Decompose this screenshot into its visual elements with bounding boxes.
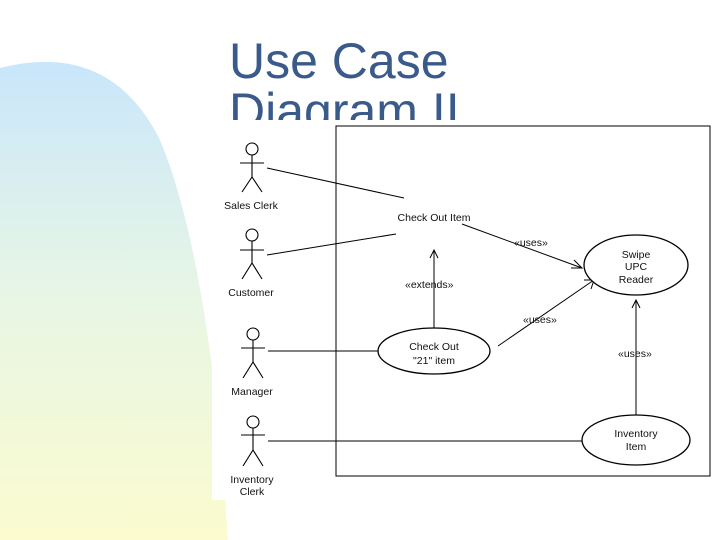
slide-title: Use Case Diagram II	[229, 36, 529, 120]
associations	[266, 167, 582, 442]
actor-manager: Manager	[231, 327, 273, 398]
use-case-inventory-item: Inventory Item	[581, 414, 691, 466]
use-case-label: Check Out	[409, 341, 459, 353]
actor-label: Inventory	[230, 474, 274, 486]
actor-customer: Customer	[228, 228, 274, 299]
stick-figure-icon	[241, 415, 265, 467]
relationship-label-uses-2: «uses»	[523, 314, 557, 326]
actor-label: Sales Clerk	[224, 200, 278, 212]
use-case-label: Item	[626, 441, 647, 453]
actor-inventory-clerk: Inventory Clerk	[230, 415, 274, 498]
association-customer	[266, 233, 397, 256]
stick-figure-icon	[240, 228, 264, 280]
use-case-check-out-21-item: Check Out "21" item	[377, 327, 491, 375]
use-case-check-out-item: Check Out Item	[398, 212, 471, 224]
actor-label: Clerk	[240, 486, 265, 498]
use-case-label: "21" item	[413, 355, 455, 367]
stick-figure-icon	[240, 142, 264, 193]
relationships	[429, 223, 641, 415]
relationship-label-uses-1: «uses»	[514, 237, 548, 249]
use-case-label: Swipe	[622, 249, 651, 261]
association-sales-clerk	[266, 167, 405, 199]
relationship-uses-inventory-swipe	[631, 298, 641, 415]
use-case-label: Check Out Item	[398, 212, 471, 224]
use-case-diagram: «uses» «extends» «uses» «uses» Check Out…	[224, 125, 711, 498]
relationship-label-uses-3: «uses»	[618, 348, 652, 360]
slide-title-line-1: Use Case	[229, 36, 449, 89]
relationship-label-extends: «extends»	[405, 279, 454, 291]
system-boundary	[335, 125, 711, 477]
actor-label: Manager	[231, 386, 273, 398]
slide-title-line-2: Diagram II	[229, 83, 460, 120]
actor-label: Customer	[228, 287, 274, 299]
use-case-label: Inventory	[614, 428, 658, 440]
use-case-swipe-upc-reader: Swipe UPC Reader	[583, 234, 689, 296]
use-case-label: UPC	[625, 261, 648, 273]
actor-sales-clerk: Sales Clerk	[224, 142, 279, 212]
stick-figure-icon	[241, 327, 265, 379]
relationship-uses-checkout-swipe	[461, 223, 584, 269]
relationship-uses-checkout21-swipe	[497, 279, 595, 347]
relationship-extends	[429, 248, 439, 328]
use-case-label: Reader	[619, 274, 654, 286]
